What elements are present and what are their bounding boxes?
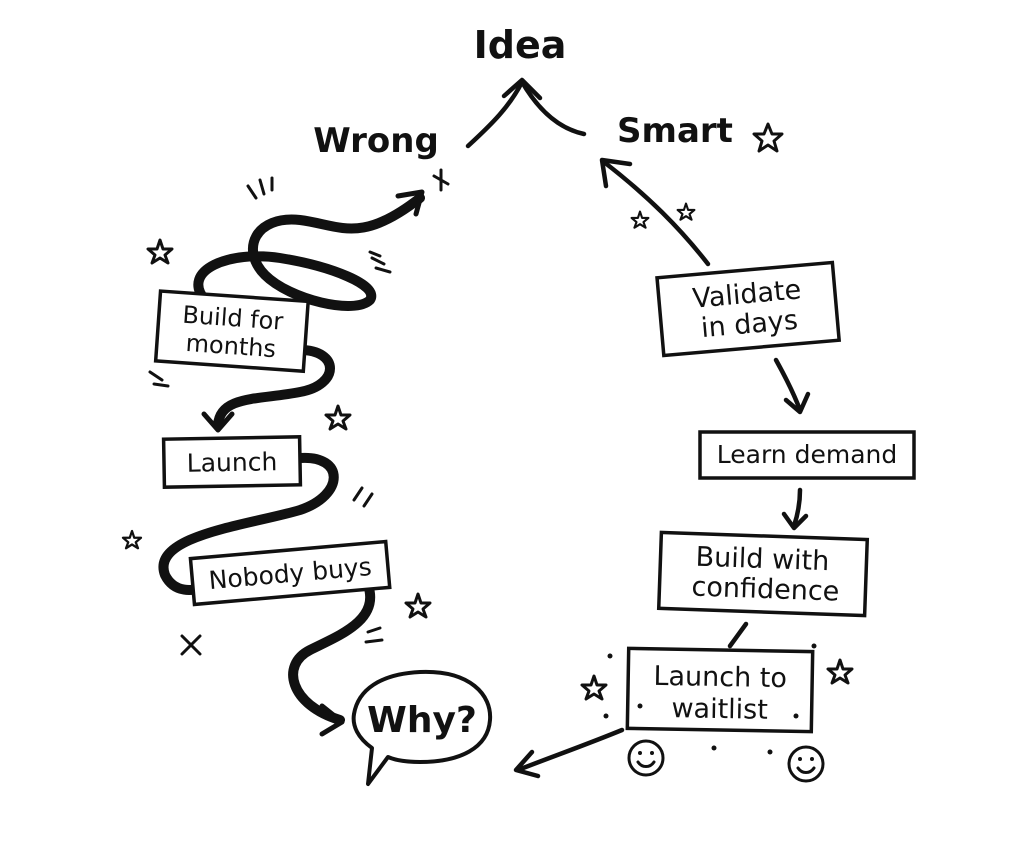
outcome-why-label: Why? <box>367 700 477 741</box>
step-build-with-confidence: Build with confidence <box>656 530 870 618</box>
step-launch-label: Launch <box>186 447 277 478</box>
star-icon <box>404 592 432 619</box>
step-build-for-months-line2: months <box>185 329 277 363</box>
star-icon <box>146 238 174 265</box>
step-launch-waitlist-line1: Launch to <box>653 661 787 694</box>
smart-path-arrow-up <box>599 157 711 267</box>
star-icon <box>630 210 650 229</box>
wrong-path-squiggle-top <box>193 189 425 311</box>
step-launch: Launch <box>161 435 303 489</box>
smart-arrow-1 <box>773 357 811 415</box>
star-icon <box>752 122 784 153</box>
smart-branch-label: Smart <box>617 111 733 151</box>
step-build-for-months: Build for months <box>153 289 311 374</box>
step-build-confidence-line2: confidence <box>691 571 840 607</box>
step-nobody-buys: Nobody buys <box>188 539 392 607</box>
step-launch-waitlist-line2: waitlist <box>671 693 768 726</box>
emphasis-lines-icon <box>352 486 374 508</box>
smiley-face-icon <box>787 745 825 783</box>
smart-connector-3 <box>727 621 749 649</box>
emphasis-lines-icon <box>368 250 392 274</box>
smart-arrow-2 <box>781 487 809 531</box>
idea-title: Idea <box>474 23 567 67</box>
idea-fork-arrow <box>465 77 587 149</box>
star-icon <box>324 404 352 431</box>
emphasis-lines-icon <box>364 626 384 644</box>
emphasis-lines-icon <box>246 176 274 200</box>
waitlist-to-why-arrow <box>513 727 625 779</box>
wrong-path-squiggle-mid <box>201 345 335 433</box>
wrong-path-squiggle-bottom <box>288 580 376 737</box>
cross-mark-icon <box>180 634 202 656</box>
star-icon <box>676 202 696 221</box>
step-build-confidence-line1: Build with <box>695 542 830 578</box>
cross-mark-icon <box>432 168 450 192</box>
star-icon <box>580 674 608 701</box>
emphasis-lines-icon <box>148 370 170 388</box>
step-launch-to-waitlist: Launch to waitlist <box>625 646 815 734</box>
step-learn-demand: Learn demand <box>698 430 916 480</box>
wrong-branch-label: Wrong <box>313 121 439 161</box>
step-learn-demand-label: Learn demand <box>717 440 897 469</box>
sparkle-dots-icon <box>603 643 817 755</box>
wrong-path-squiggle-low <box>158 452 339 596</box>
step-validate-in-days: Validate in days <box>655 260 842 358</box>
star-icon <box>121 529 143 550</box>
star-icon <box>826 658 854 685</box>
smiley-face-icon <box>627 739 665 777</box>
outcome-why-bubble: Why? <box>351 669 493 786</box>
